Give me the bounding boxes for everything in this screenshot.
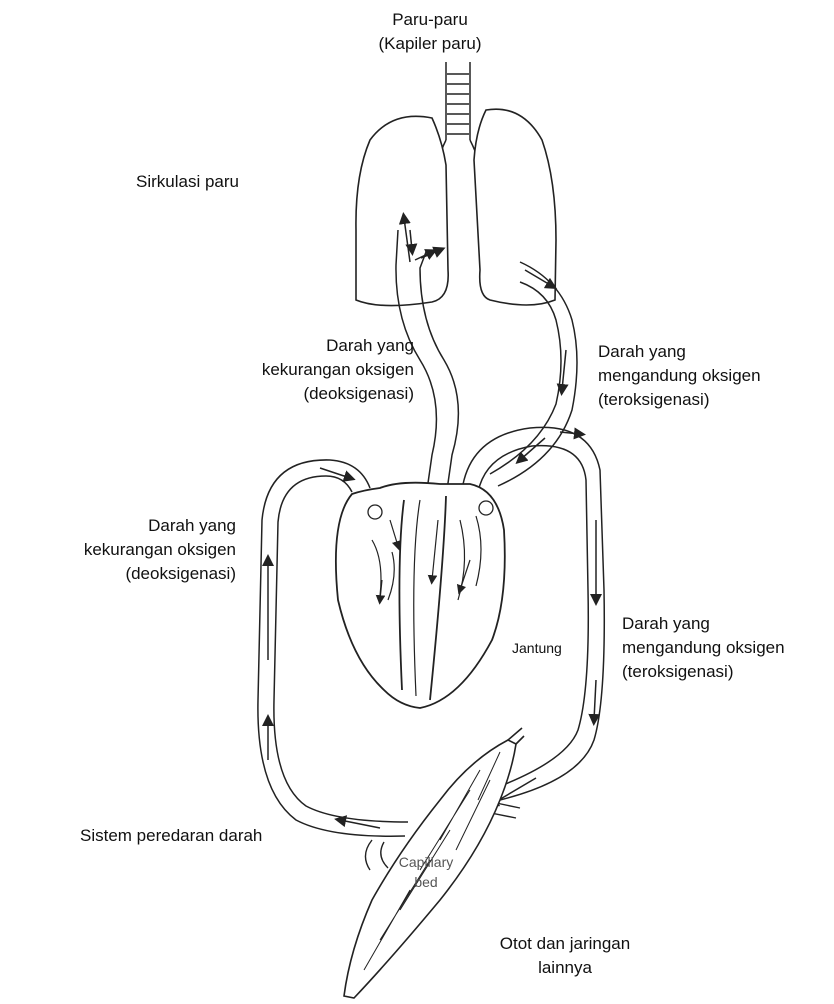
oxy-upper-line-2: mengandung oksigen — [598, 364, 828, 388]
lungs-subtitle: (Kapiler paru) — [350, 32, 510, 56]
lungs — [356, 109, 556, 305]
deoxy-lower-line-1: Darah yang — [40, 514, 236, 538]
tissues-line-2: lainnya — [470, 956, 660, 980]
oxy-upper-line-1: Darah yang — [598, 340, 828, 364]
heart — [336, 483, 505, 708]
heart-label-text: Jantung — [512, 636, 562, 660]
lungs-label: Paru-paru (Kapiler paru) — [350, 8, 510, 56]
pulmonary-circulation-label: Sirkulasi paru — [136, 170, 239, 194]
tissues-label: Otot dan jaringan lainnya — [470, 932, 660, 980]
left-lung — [356, 116, 448, 305]
oxygenated-blood-label-lower: Darah yang mengandung oksigen (teroksige… — [622, 612, 830, 684]
pulmonary-circulation-text: Sirkulasi paru — [136, 170, 239, 194]
oxy-upper-line-3: (teroksigenasi) — [598, 388, 828, 412]
capillary-line-2: bed — [386, 872, 466, 892]
trachea — [438, 62, 478, 162]
capillary-line-1: Capillary — [386, 852, 466, 872]
deoxy-lower-line-2: kekurangan oksigen — [40, 538, 236, 562]
deoxygenated-blood-label-upper: Darah yang kekurangan oksigen (deoksigen… — [214, 334, 414, 406]
systemic-circulation-text: Sistem peredaran darah — [80, 824, 262, 848]
oxy-lower-line-3: (teroksigenasi) — [622, 660, 830, 684]
oxygenated-blood-label-upper: Darah yang mengandung oksigen (teroksige… — [598, 340, 828, 412]
lungs-title: Paru-paru — [350, 8, 510, 32]
oxy-lower-line-1: Darah yang — [622, 612, 830, 636]
deoxy-upper-line-1: Darah yang — [214, 334, 414, 358]
heart-label: Jantung — [512, 636, 562, 660]
capillary-bed-label: Capillary bed — [386, 852, 466, 892]
deoxy-lower-line-3: (deoksigenasi) — [40, 562, 236, 586]
tissues-line-1: Otot dan jaringan — [470, 932, 660, 956]
systemic-circulation-label: Sistem peredaran darah — [80, 824, 262, 848]
deoxygenated-blood-label-lower: Darah yang kekurangan oksigen (deoksigen… — [40, 514, 236, 586]
oxy-lower-line-2: mengandung oksigen — [622, 636, 830, 660]
deoxy-upper-line-3: (deoksigenasi) — [214, 382, 414, 406]
deoxy-upper-line-2: kekurangan oksigen — [214, 358, 414, 382]
